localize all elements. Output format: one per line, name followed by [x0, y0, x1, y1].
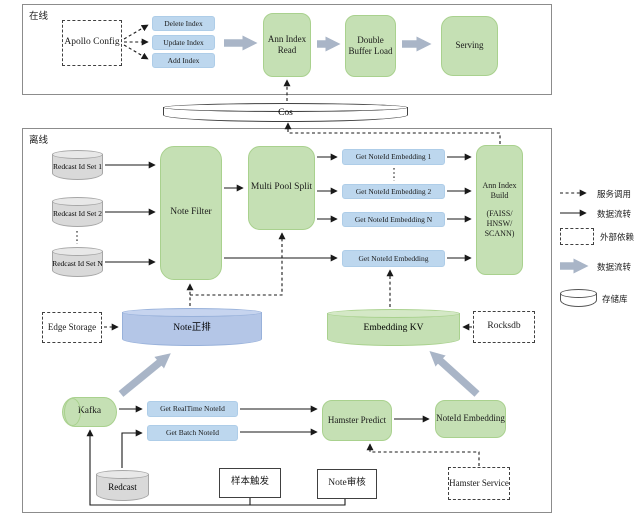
node-rocksdb: Rocksdb — [473, 311, 535, 343]
node-get-noteid-embedding-2: Get NoteId Embedding 2 — [342, 184, 445, 199]
online-section-label: 在线 — [29, 12, 49, 22]
service-call-arrows — [104, 24, 501, 466]
ann-index-build-title: Ann Index Build — [482, 181, 517, 200]
ellipsis-marks — [76, 168, 395, 244]
node-serving: Serving — [441, 16, 498, 76]
node-update-index: Update Index — [152, 35, 215, 50]
node-get-noteid-embedding-1: Get NoteId Embedding 1 — [342, 149, 445, 165]
node-get-realtime-noteid: Get RealTime NoteId — [147, 401, 238, 417]
legend-storage-label: 存储库 — [602, 294, 628, 304]
node-ann-index-read: Ann Index Read — [263, 13, 311, 77]
node-note-review: Note审核 — [317, 469, 377, 499]
redcast-set2-label: Redcast Id Set 2 — [53, 209, 102, 218]
node-hamster-service: Hamster Service — [448, 467, 510, 500]
node-kafka: Kafka — [62, 397, 117, 427]
legend-service-call-label: 服务调用 — [597, 189, 632, 199]
node-note-forward-index: Note正排 — [122, 308, 262, 346]
node-noteid-embedding: NoteId Embedding — [435, 400, 506, 438]
note-forward-index-label: Note正排 — [173, 322, 211, 333]
legend-external-dependency-symbol — [560, 228, 594, 245]
embedding-kv-label: Embedding KV — [363, 323, 424, 334]
legend-external-dependency-label: 外部依赖 — [600, 232, 635, 242]
node-double-buffer-load: Double Buffer Load — [345, 15, 396, 77]
node-redcast-id-set-2: Redcast Id Set 2 — [52, 197, 103, 227]
legend-symbols — [560, 189, 589, 274]
node-edge-storage: Edge Storage — [42, 312, 102, 343]
ann-index-build-engines: (FAISS/ HNSW/ SCANN) — [484, 209, 515, 238]
node-hamster-predict: Hamster Predict — [322, 400, 392, 441]
legend-storage-symbol — [560, 289, 597, 307]
node-delete-index: Delete Index — [152, 16, 215, 31]
node-apollo-config: Apollo Config — [62, 20, 122, 66]
redcast-label: Redcast — [108, 481, 137, 492]
node-embedding-kv: Embedding KV — [327, 309, 460, 346]
bulk-data-flow-arrows — [118, 35, 480, 397]
node-note-filter: Note Filter — [160, 146, 222, 280]
offline-section-label: 离线 — [29, 136, 49, 146]
node-sample-trigger: 样本触发 — [219, 468, 281, 498]
legend-bulk-data-flow-label: 数据流转 — [597, 262, 632, 272]
node-get-batch-noteid: Get Batch NoteId — [147, 425, 238, 441]
node-cos-storage: Cos — [163, 103, 408, 122]
node-get-noteid-embedding-n: Get NoteId Embedding N — [342, 212, 445, 227]
node-redcast-id-set-1: Redcast Id Set 1 — [52, 150, 103, 180]
node-redcast: Redcast — [96, 470, 149, 501]
node-redcast-id-set-n: Redcast Id Set N — [52, 247, 103, 277]
cos-label: Cos — [278, 108, 293, 119]
node-add-index: Add Index — [152, 53, 215, 68]
redcast-set1-label: Redcast Id Set 1 — [53, 162, 102, 171]
data-flow-arrows — [86, 153, 472, 506]
legend-data-flow-label: 数据流转 — [597, 209, 632, 219]
node-get-noteid-embedding: Get NoteId Embedding — [342, 250, 445, 267]
node-multi-pool-split: Multi Pool Split — [248, 146, 315, 230]
redcast-setn-label: Redcast Id Set N — [52, 259, 103, 268]
node-ann-index-build: Ann Index Build (FAISS/ HNSW/ SCANN) — [476, 145, 523, 275]
